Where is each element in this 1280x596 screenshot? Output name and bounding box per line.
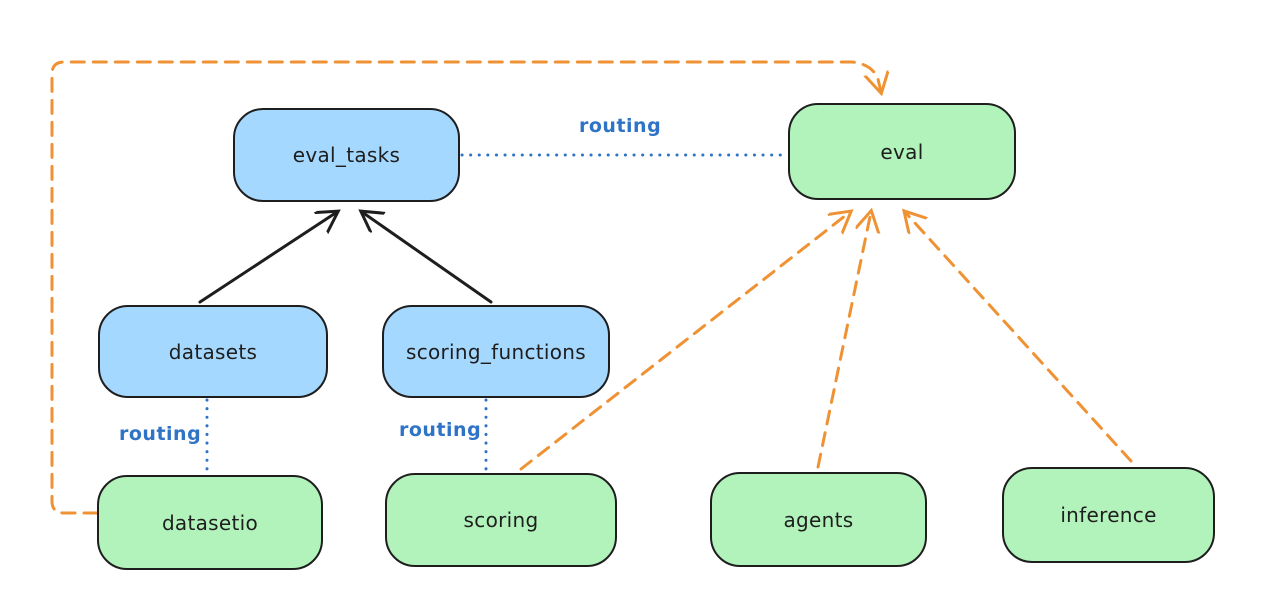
node-datasetio-label: datasetio	[161, 510, 259, 535]
edge-datasetio-to-eval	[50, 60, 881, 515]
node-eval-tasks: eval_tasks	[233, 108, 460, 202]
node-scoring: scoring	[385, 473, 617, 567]
node-datasetio: datasetio	[97, 475, 323, 570]
node-eval-tasks-label: eval_tasks	[292, 143, 401, 167]
edge-datasets-to-eval-tasks	[198, 212, 337, 304]
node-eval: eval	[788, 103, 1016, 200]
node-scoring-functions-label: scoring_functions	[405, 339, 587, 364]
node-datasets-label: datasets	[168, 339, 258, 364]
edge-scoring-to-eval	[519, 212, 850, 471]
edge-inference-to-eval	[905, 212, 1133, 463]
node-datasets: datasets	[98, 305, 328, 398]
node-agents: agents	[710, 472, 927, 567]
edge-agents-to-eval	[816, 212, 871, 469]
node-inference-label: inference	[1060, 503, 1157, 527]
node-scoring-functions: scoring_functions	[382, 305, 610, 398]
edge-scoring-functions-to-eval-tasks	[362, 212, 493, 304]
edge-label-routing-eval-tasks-eval: routing	[579, 115, 662, 137]
node-agents-label: agents	[783, 507, 854, 532]
node-scoring-label: scoring	[463, 508, 539, 532]
edge-label-routing-scoring-functions-scoring: routing	[399, 419, 482, 441]
node-eval-label: eval	[880, 139, 924, 164]
edge-label-routing-datasets-datasetio: routing	[119, 423, 202, 445]
node-inference: inference	[1002, 467, 1215, 563]
